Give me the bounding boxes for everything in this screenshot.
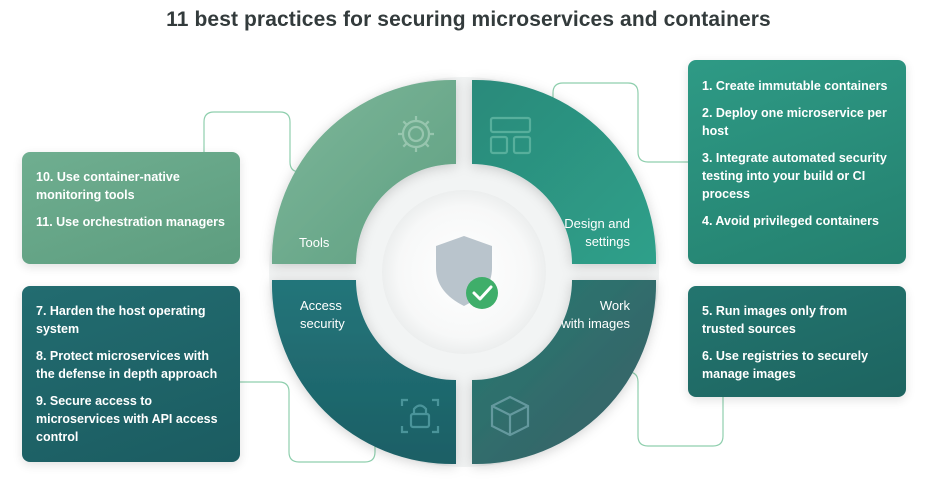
segment-design[interactable]	[472, 79, 657, 265]
practice-5: 5. Run images only from trusted sources	[702, 304, 848, 336]
practice-9: 9. Secure access to microservices with A…	[36, 394, 218, 444]
shield-check-icon	[436, 236, 498, 309]
connector-access	[240, 370, 376, 463]
segment-tools[interactable]	[271, 79, 456, 265]
quadrant-label-tools: Tools	[299, 235, 330, 250]
quadrant-label-access: Access security	[300, 298, 345, 331]
practice-11: 11. Use orchestration managers	[36, 215, 225, 229]
cube-icon	[490, 395, 530, 437]
design-practices-box: 1. Create immutable containers 2. Deploy…	[688, 60, 906, 264]
lock-icon	[400, 398, 440, 434]
access-practices-box: 7. Harden the host operating system 8. P…	[22, 286, 240, 462]
quadrant-label-work: Work with images	[561, 298, 630, 331]
practice-2: 2. Deploy one microservice per host	[702, 106, 887, 138]
segment-work[interactable]	[472, 280, 657, 465]
practice-4: 4. Avoid privileged containers	[702, 214, 879, 228]
tools-practices-box: 10. Use container-native monitoring tool…	[22, 152, 240, 264]
gear-icon	[398, 116, 434, 152]
connector-design	[552, 82, 688, 172]
practice-8: 8. Protect microservices with the defens…	[36, 349, 218, 381]
quadrant-label-design: Design and settings	[564, 216, 630, 249]
connector-tools	[203, 111, 376, 173]
practice-10: 10. Use container-native monitoring tool…	[36, 170, 180, 202]
practice-7: 7. Harden the host operating system	[36, 304, 206, 336]
page-title: 11 best practices for securing microserv…	[166, 8, 771, 31]
connectors	[203, 82, 724, 463]
practice-6: 6. Use registries to securely manage ima…	[702, 349, 869, 381]
work-practices-box: 5. Run images only from trusted sources …	[688, 286, 906, 397]
layout-grid-icon	[489, 116, 532, 155]
practice-3: 3. Integrate automated security testing …	[702, 151, 887, 201]
connector-work	[553, 371, 724, 447]
practice-1: 1. Create immutable containers	[702, 79, 888, 93]
